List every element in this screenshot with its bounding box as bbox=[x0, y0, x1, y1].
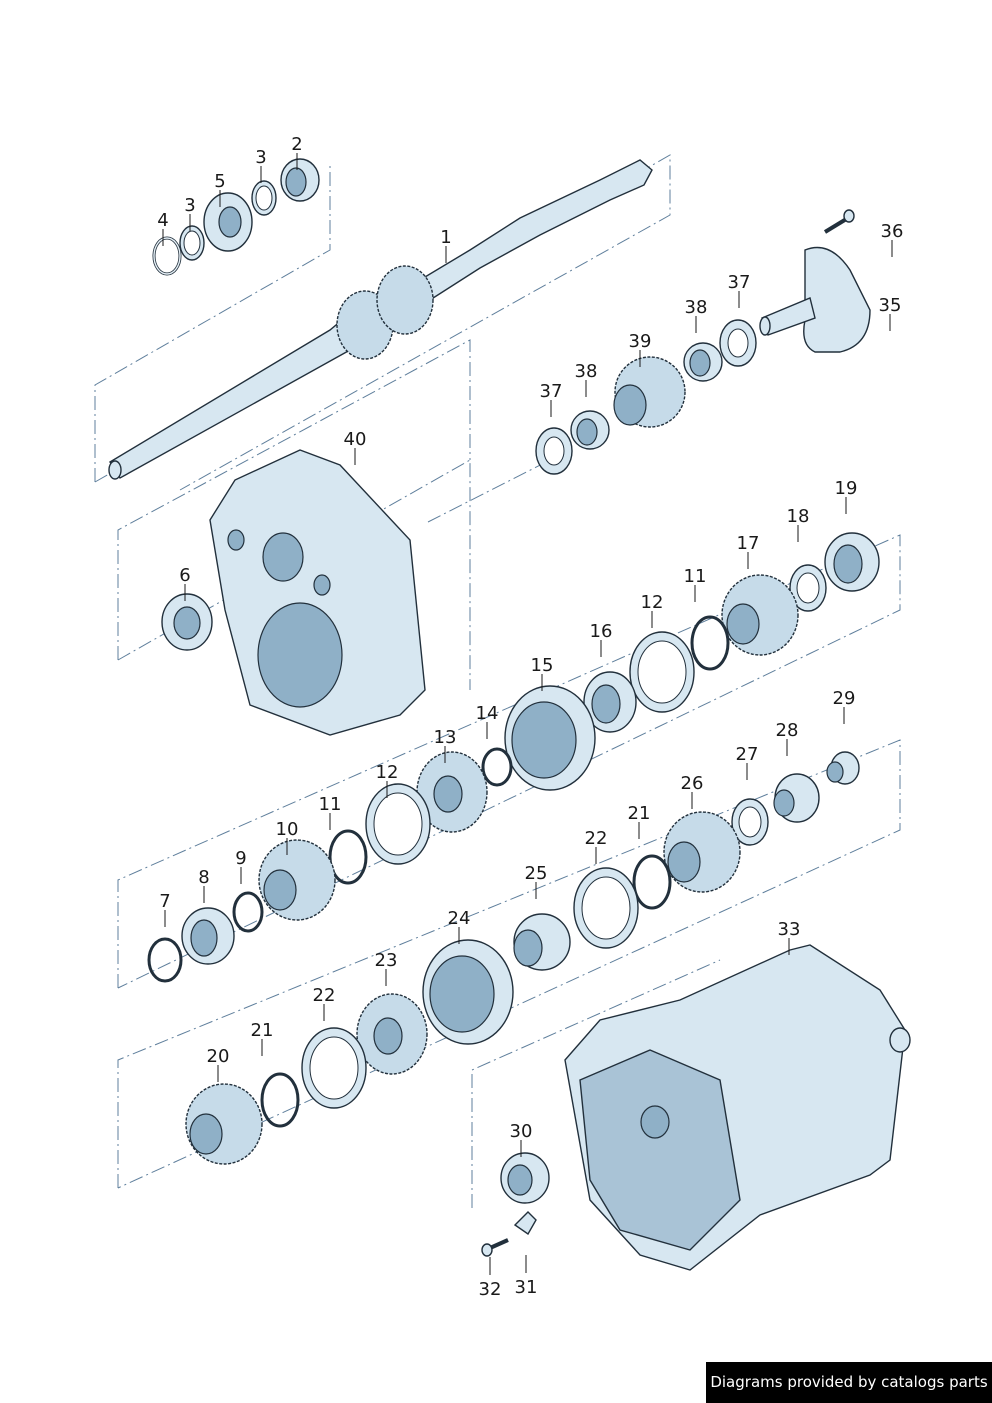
part-23-synchro-hub[interactable] bbox=[356, 993, 428, 1075]
part-19-needle-bearing[interactable] bbox=[824, 532, 880, 592]
part-16-needle-bearing[interactable] bbox=[583, 671, 637, 733]
part-31-lock-plate[interactable] bbox=[513, 1211, 537, 1236]
part-33-transmission-housing[interactable] bbox=[564, 944, 911, 1271]
part-37-shim-a[interactable] bbox=[719, 319, 757, 367]
callout-label: 5 bbox=[214, 171, 225, 192]
callout-label: 3 bbox=[184, 195, 195, 216]
part-7-circlip[interactable] bbox=[147, 937, 183, 983]
callout-label: 20 bbox=[207, 1046, 230, 1067]
part-12-synchro-ring-a[interactable] bbox=[629, 631, 695, 713]
part-26-gear[interactable] bbox=[663, 811, 741, 893]
part-9-circlip[interactable] bbox=[232, 891, 264, 933]
callout-label: 4 bbox=[157, 210, 168, 231]
part-12-synchro-ring-b[interactable] bbox=[365, 783, 431, 865]
callout-label: 6 bbox=[179, 565, 190, 586]
part-17-gear[interactable] bbox=[721, 574, 799, 656]
callout-label: 18 bbox=[787, 506, 810, 527]
callout-label: 32 bbox=[479, 1279, 502, 1300]
part-22-synchro-ring-a[interactable] bbox=[573, 867, 639, 949]
part-39-bevel-gear[interactable] bbox=[613, 356, 686, 428]
part-8-needle-bearing[interactable] bbox=[181, 907, 235, 965]
part-21-circlip-a[interactable] bbox=[632, 854, 672, 910]
part-18-ring[interactable] bbox=[789, 564, 827, 612]
callout-label: 29 bbox=[833, 688, 856, 709]
callout-label: 12 bbox=[641, 592, 664, 613]
callout-label: 12 bbox=[376, 762, 399, 783]
callout-label: 11 bbox=[319, 794, 342, 815]
part-30-bearing[interactable] bbox=[500, 1152, 550, 1204]
callout-label: 1 bbox=[440, 227, 451, 248]
callout-label: 38 bbox=[685, 297, 708, 318]
callout-label: 24 bbox=[448, 908, 471, 929]
callout-label: 37 bbox=[728, 272, 751, 293]
part-11-circlip-a[interactable] bbox=[690, 615, 730, 671]
callout-label: 9 bbox=[235, 848, 246, 869]
part-35-cover[interactable] bbox=[759, 246, 871, 353]
callout-label: 38 bbox=[575, 361, 598, 382]
callout-label: 17 bbox=[737, 533, 760, 554]
callout-label: 28 bbox=[776, 720, 799, 741]
callout-label: 22 bbox=[585, 828, 608, 849]
part-29-plug[interactable] bbox=[826, 751, 860, 785]
callout-label: 11 bbox=[684, 566, 707, 587]
callout-label: 7 bbox=[159, 891, 170, 912]
part-14-circlip[interactable] bbox=[481, 747, 513, 787]
part-40-intermediate-housing[interactable] bbox=[209, 449, 426, 736]
callout-label: 23 bbox=[375, 950, 398, 971]
part-25-needle-bearing[interactable] bbox=[513, 913, 571, 971]
callout-label: 3 bbox=[255, 147, 266, 168]
part-38-needle-bearing-b[interactable] bbox=[570, 410, 610, 450]
callout-label: 31 bbox=[515, 1277, 538, 1298]
callout-label: 33 bbox=[778, 919, 801, 940]
part-20-gear[interactable] bbox=[185, 1083, 263, 1165]
part-3-shim-b[interactable] bbox=[251, 180, 277, 216]
callout-label: 21 bbox=[251, 1020, 274, 1041]
callout-label: 30 bbox=[510, 1121, 533, 1142]
part-24-sliding-sleeve[interactable] bbox=[422, 939, 514, 1045]
callout-label: 39 bbox=[629, 331, 652, 352]
callout-label: 25 bbox=[525, 863, 548, 884]
callout-label: 37 bbox=[540, 381, 563, 402]
callout-label: 2 bbox=[291, 134, 302, 155]
part-32-bolt[interactable] bbox=[481, 1238, 509, 1257]
part-28-sleeve[interactable] bbox=[773, 773, 820, 823]
part-2-needle-bearing[interactable] bbox=[280, 158, 320, 202]
callout-label: 36 bbox=[881, 221, 904, 242]
callout-label: 26 bbox=[681, 773, 704, 794]
callout-label: 22 bbox=[313, 985, 336, 1006]
part-5-bearing[interactable] bbox=[203, 192, 253, 252]
part-6-bearing[interactable] bbox=[161, 593, 213, 651]
part-37-shim-b[interactable] bbox=[535, 427, 573, 475]
callout-label: 19 bbox=[835, 478, 858, 499]
callout-label: 15 bbox=[531, 655, 554, 676]
callout-label: 27 bbox=[736, 744, 759, 765]
callout-label: 14 bbox=[476, 703, 499, 724]
part-22-synchro-ring-b[interactable] bbox=[301, 1027, 367, 1109]
part-27-ring[interactable] bbox=[731, 798, 769, 846]
part-15-sliding-sleeve[interactable] bbox=[504, 685, 596, 791]
part-11-circlip-b[interactable] bbox=[328, 829, 368, 885]
part-1-main-shaft[interactable] bbox=[108, 159, 653, 480]
part-36-bolt[interactable] bbox=[823, 209, 855, 234]
credit-badge: Diagrams provided by catalogs parts bbox=[706, 1362, 992, 1403]
part-4-circlip[interactable] bbox=[152, 236, 182, 276]
callout-label: 35 bbox=[879, 295, 902, 316]
callout-label: 8 bbox=[198, 867, 209, 888]
callout-label: 16 bbox=[590, 621, 613, 642]
part-3-shim[interactable] bbox=[179, 225, 205, 261]
part-38-needle-bearing-a[interactable] bbox=[683, 342, 723, 382]
callout-label: 10 bbox=[276, 819, 299, 840]
part-21-circlip-b[interactable] bbox=[260, 1072, 300, 1128]
callout-label: 13 bbox=[434, 727, 457, 748]
callout-label: 40 bbox=[344, 429, 367, 450]
callout-label: 21 bbox=[628, 803, 651, 824]
part-10-gear[interactable] bbox=[258, 839, 336, 921]
assembly-guides bbox=[94, 154, 901, 1208]
part-13-synchro-hub[interactable] bbox=[416, 751, 488, 833]
